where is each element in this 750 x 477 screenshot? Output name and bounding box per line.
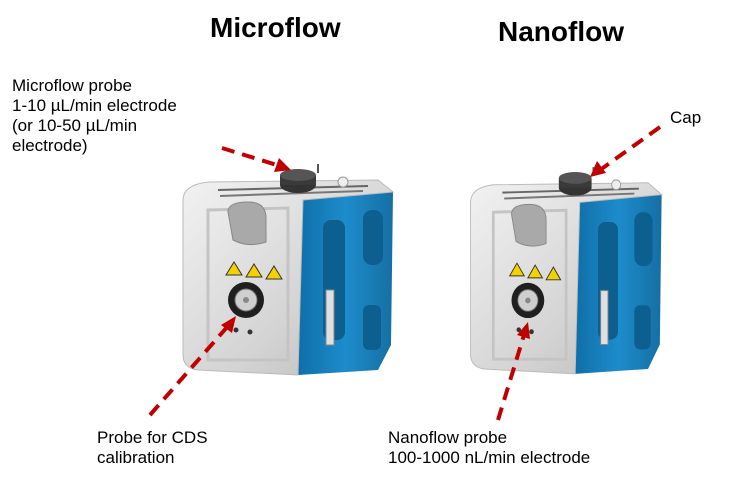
- label-line: electrode): [12, 136, 88, 155]
- arrowhead-icon: [221, 316, 236, 333]
- label-line: 100-1000 nL/min electrode: [388, 448, 591, 467]
- label-line: Probe for CDS: [97, 428, 208, 447]
- label-line: calibration: [97, 448, 175, 467]
- label-line: 1-10 µL/min electrode: [12, 96, 177, 115]
- cap-label: Cap: [670, 108, 702, 127]
- cds-probe-label: Probe for CDS calibration: [97, 428, 208, 468]
- arrowhead-icon: [590, 161, 606, 177]
- label-line: (or 10-50 µL/min: [12, 116, 138, 135]
- arrowhead-icon: [274, 158, 291, 172]
- nanoflow-probe-label: Nanoflow probe 100-1000 nL/min electrode: [388, 428, 590, 468]
- arrow-cap: [598, 125, 662, 172]
- microflow-probe-label: Microflow probe 1-10 µL/min electrode (o…: [12, 76, 177, 156]
- arrow-microflow-probe: [221, 146, 281, 168]
- label-line: Microflow probe: [12, 76, 132, 95]
- nanoflow-source-image: [469, 165, 664, 376]
- nanoflow-title: Nanoflow: [498, 16, 624, 47]
- arrowhead-icon: [517, 322, 530, 339]
- label-line: Nanoflow probe: [388, 428, 508, 447]
- microflow-title: Microflow: [210, 12, 341, 43]
- arrow-nanoflow-probe: [496, 334, 526, 421]
